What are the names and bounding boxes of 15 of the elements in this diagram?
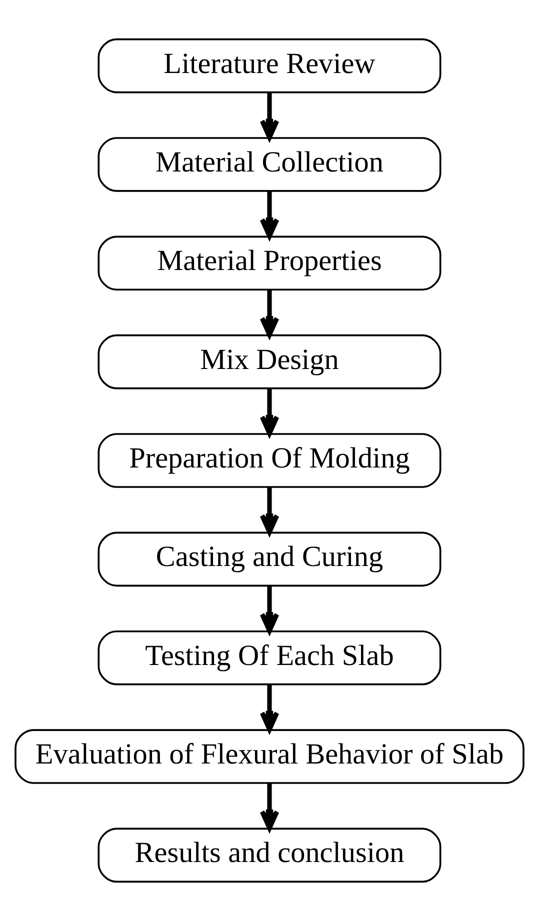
node-box: Literature Review <box>98 38 442 94</box>
arrow <box>260 92 280 140</box>
node-box: Casting and Curing <box>98 532 442 587</box>
arrow <box>260 290 280 338</box>
arrow <box>260 388 280 436</box>
node-box: Results and conclusion <box>98 828 442 883</box>
node-box: Mix Design <box>98 334 442 390</box>
node-box: Material Collection <box>98 137 442 192</box>
node-box: Preparation Of Molding <box>98 433 442 488</box>
node-box: Material Properties <box>98 236 442 291</box>
arrow <box>260 684 280 732</box>
node-box: Testing Of Each Slab <box>98 630 442 686</box>
arrow <box>260 586 280 634</box>
arrow <box>260 783 280 831</box>
node-box: Evaluation of Flexural Behavior of Slab <box>14 729 524 784</box>
